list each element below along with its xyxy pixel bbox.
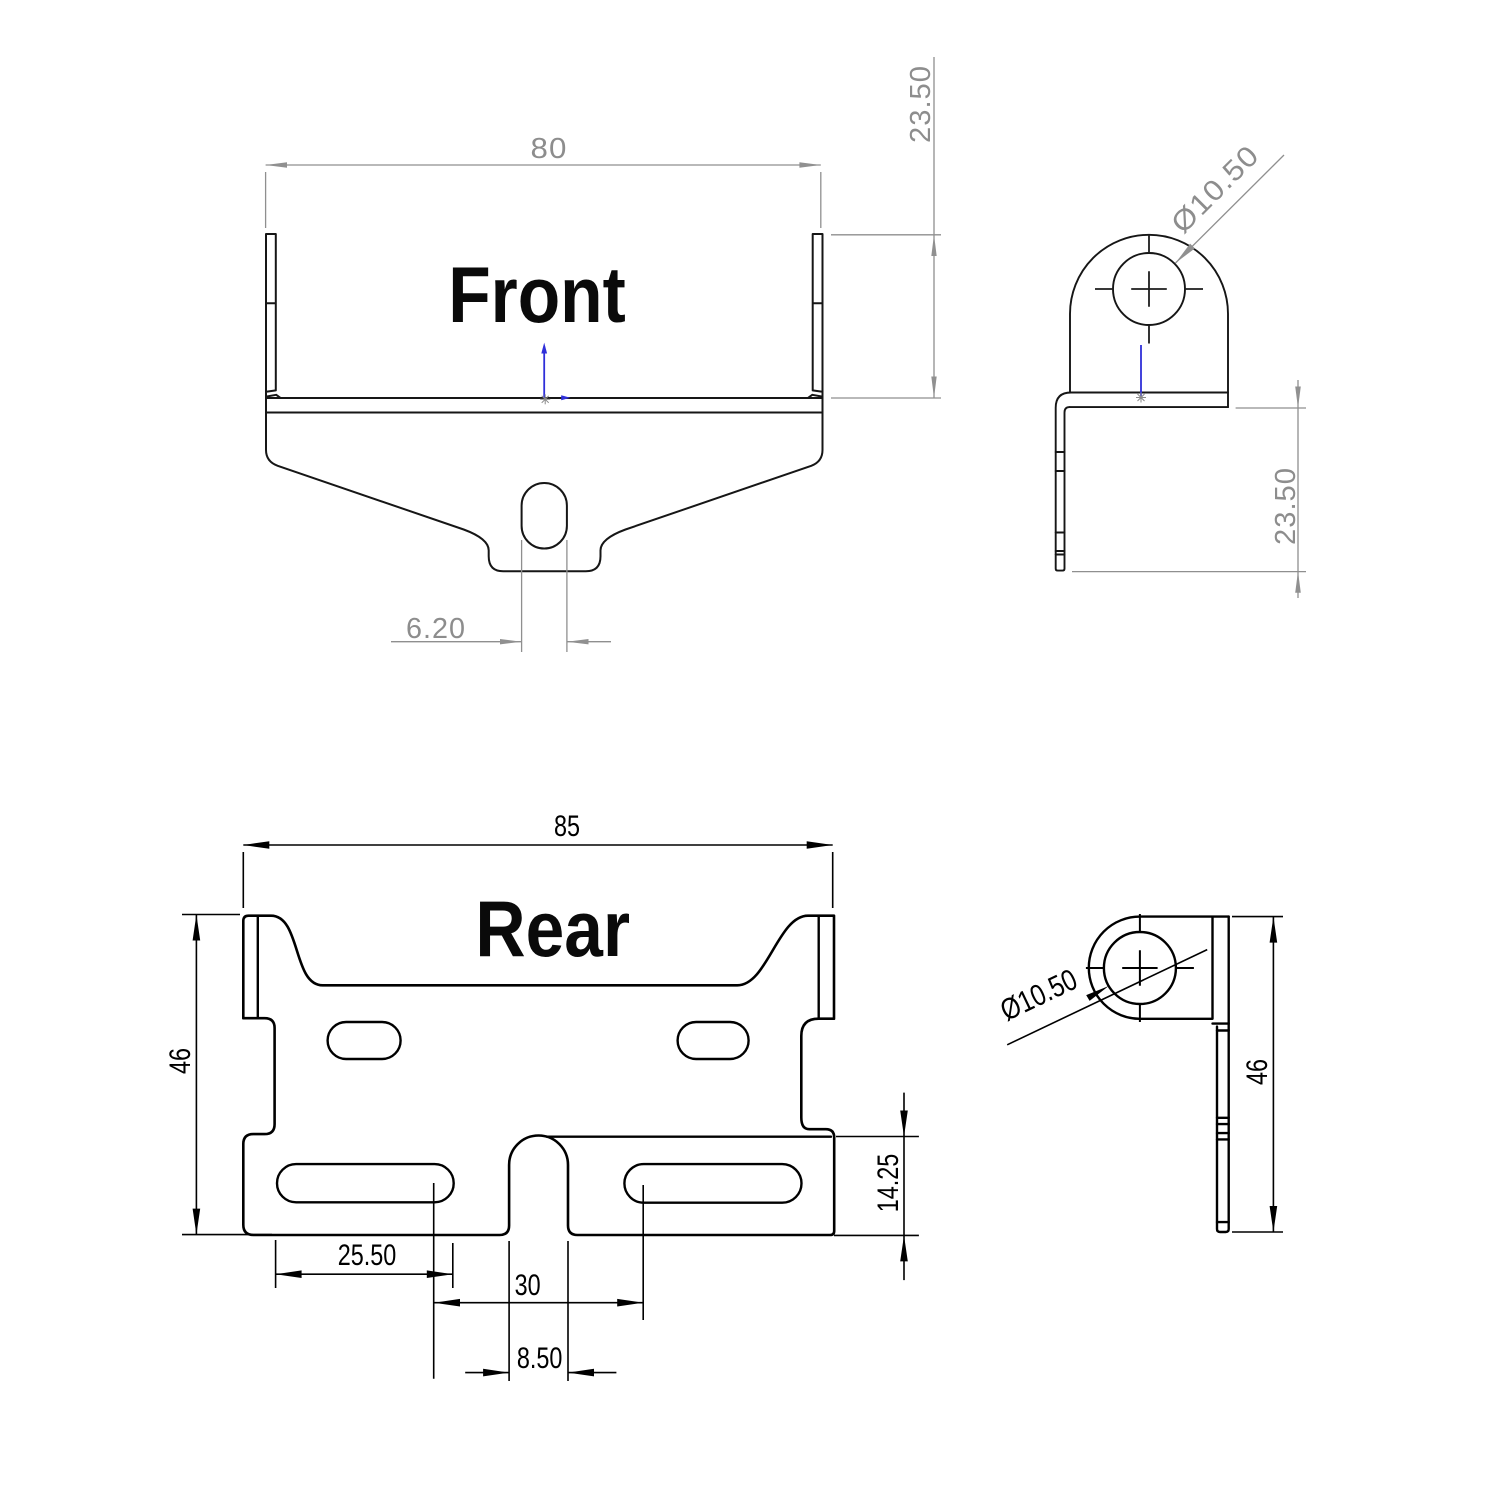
svg-text:85: 85	[554, 809, 580, 842]
svg-text:23.50: 23.50	[1270, 467, 1302, 545]
svg-text:6.20: 6.20	[406, 613, 466, 645]
svg-text:Rear: Rear	[475, 885, 630, 973]
svg-text:Front: Front	[448, 251, 626, 339]
svg-text:30: 30	[515, 1268, 541, 1301]
svg-text:14.25: 14.25	[871, 1154, 904, 1213]
svg-text:80: 80	[531, 133, 568, 165]
svg-text:23.50: 23.50	[905, 65, 937, 143]
svg-text:25.50: 25.50	[338, 1238, 397, 1271]
svg-text:46: 46	[1240, 1059, 1273, 1085]
svg-text:46: 46	[163, 1048, 196, 1074]
svg-text:8.50: 8.50	[517, 1341, 563, 1374]
